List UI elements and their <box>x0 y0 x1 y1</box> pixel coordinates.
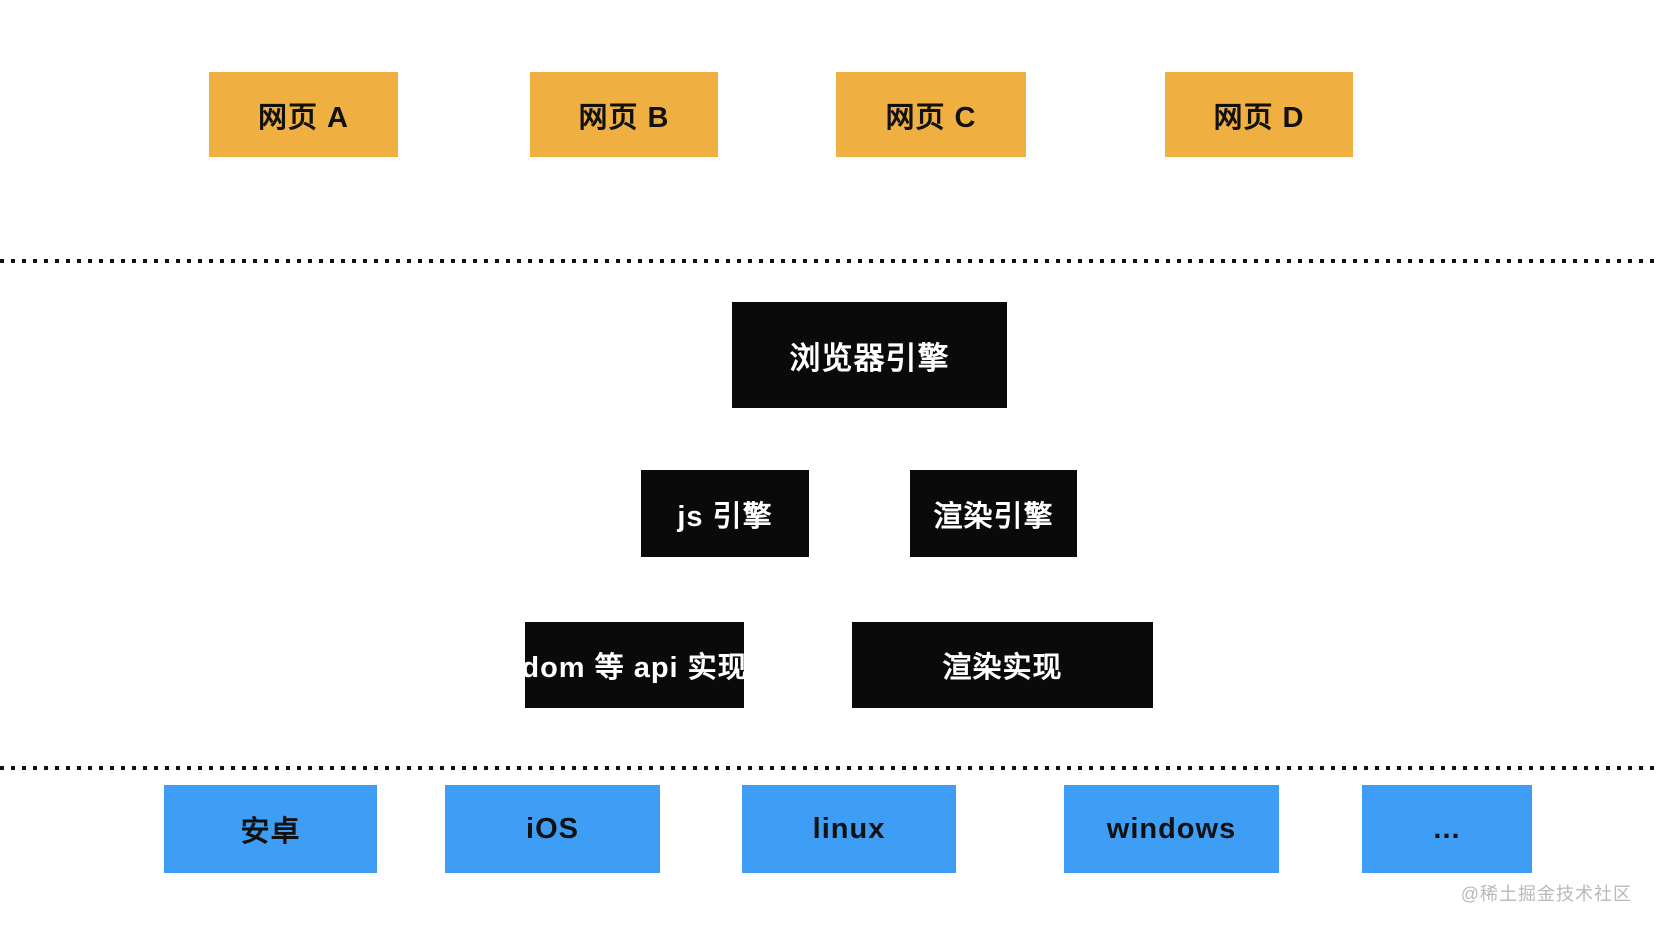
watermark-text: @稀土掘金技术社区 <box>1460 884 1632 904</box>
js-engine-box: js 引擎 <box>641 470 809 557</box>
platform-more-box: ... <box>1362 785 1532 873</box>
webpage-d-box: 网页 D <box>1165 72 1353 157</box>
dom-api-implementation-box: dom 等 api 实现 <box>521 622 747 708</box>
render-implementation-box: 渲染实现 <box>852 622 1153 708</box>
platform-ios-box: iOS <box>445 785 660 873</box>
platform-android-box: 安卓 <box>164 785 377 873</box>
webpage-c-box: 网页 C <box>836 72 1026 157</box>
render-engine-box: 渲染引擎 <box>910 470 1077 557</box>
layer-divider-top <box>0 259 1656 263</box>
webpage-b-box: 网页 B <box>530 72 718 157</box>
platform-windows-box: windows <box>1064 785 1279 873</box>
layer-divider-bottom <box>0 766 1656 770</box>
webpage-a-box: 网页 A <box>209 72 398 157</box>
platform-linux-box: linux <box>742 785 956 873</box>
browser-engine-box: 浏览器引擎 <box>732 302 1007 408</box>
